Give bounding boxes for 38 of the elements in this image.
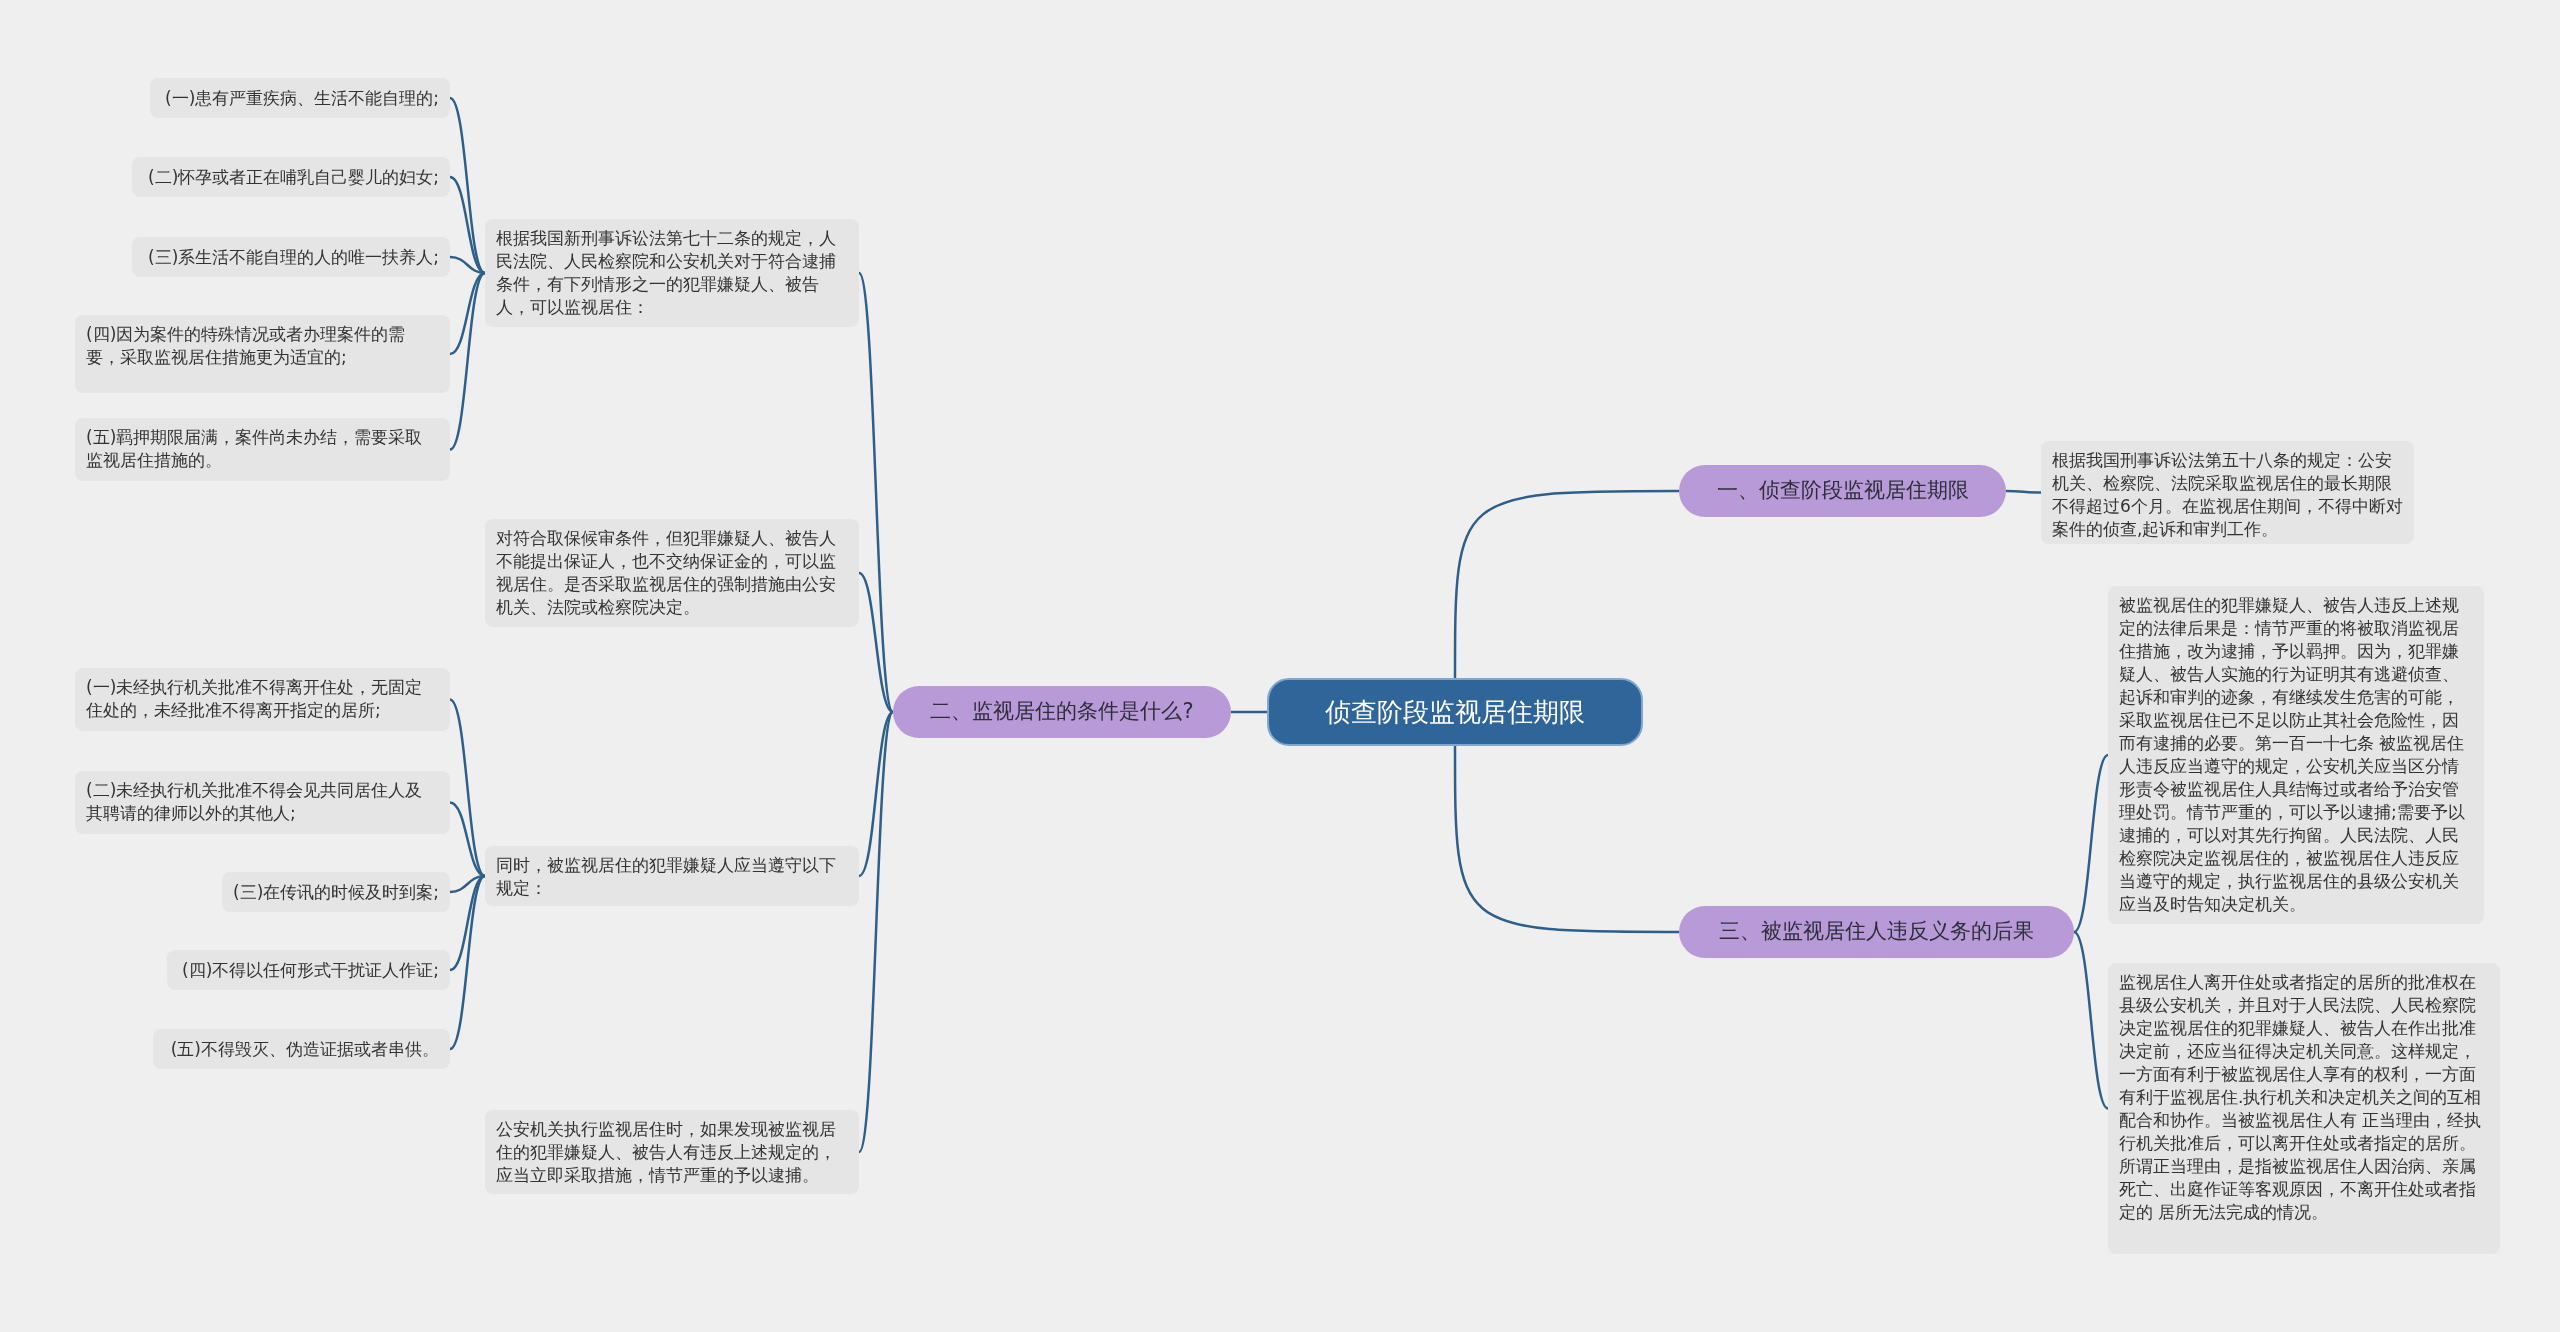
text-card: 根据我国新刑事诉讼法第七十二条的规定，人民法院、人民检察院和公安机关对于符合逮捕条件，有下列情形之一的犯罪嫌疑人、被告人，可以监视居住： (485, 219, 859, 327)
text-card: 同时，被监视居住的犯罪嫌疑人应当遵守以下规定： (485, 846, 859, 906)
connector-line (449, 875, 486, 1050)
connector-line (2073, 754, 2109, 933)
branch-topic: 三、被监视居住人违反义务的后果 (1679, 906, 2074, 958)
connector-line (449, 271, 486, 356)
connector-line (2006, 489, 2041, 494)
connector-line (1231, 710, 1267, 714)
text-card: (二)怀孕或者正在哺乳自己婴儿的妇女; (132, 157, 450, 197)
connector-line (449, 97, 486, 274)
text-card: (五)不得毁灭、伪造证据或者串供。 (153, 1029, 450, 1069)
text-card: (五)羁押期限届满，案件尚未办结，需要采取监视居住措施的。 (75, 418, 450, 481)
connector-line (449, 801, 486, 878)
connector-line (1453, 746, 1679, 934)
connector-line (449, 272, 486, 451)
connector-line (857, 711, 895, 1153)
connector-line (857, 272, 895, 713)
text-card: 公安机关执行监视居住时，如果发现被监视居住的犯罪嫌疑人、被告人有违反上述规定的，应当立即采取措施，情节严重的予以逮捕。 (485, 1110, 859, 1194)
connector-line (449, 175, 486, 275)
text-card: 监视居住人离开住处或者指定的居所的批准权在县级公安机关，并且对于人民法院、人民检察院决定监视居住的犯罪嫌疑人、被告人在作出批准决定前，还应当征得决定机关同意。这样规定，一方面有利于被监视居住人享有的权利，一方面有利于监视居住.执行机关和决定机关之间的互相配合和协作。当被监视居住人有 正当理由，经执行机关批准后，可以离开住处或者指定的居所。所谓正当理由，是指被监视居住人因治病、亲属死亡、出庭作证等客观原因，不离开住处或者指定的 居所无法完成的情况。 (2108, 963, 2500, 1254)
branch-topic: 二、监视居住的条件是什么? (893, 686, 1231, 738)
text-card: 被监视居住的犯罪嫌疑人、被告人违反上述规定的法律后果是：情节严重的将被取消监视居住措施，改为逮捕，予以羁押。因为，犯罪嫌疑人、被告人实施的行为证明其有逃避侦查、起诉和审判的迹象，有继续发生危害的可能，采取监视居住已不足以防止其社会危险性，因而有逮捕的必要。第一百一十七条 被监视居住人违反应当遵守的规定，公安机关应当区分情形责令被监视居住人具结悔过或者给予治安管理处罚。情节严重的，可以予以逮捕;需要予以逮捕的，可以对其先行拘留。人民法院、人民检察院决定监视居住的，被监视居住人违反应当遵守的规定，执行监视居住的县级公安机关应当及时告知决定机关。 (2108, 586, 2484, 924)
connector-line (1453, 489, 1679, 678)
text-card: (四)不得以任何形式干扰证人作证; (167, 950, 450, 990)
text-card: (三)系生活不能自理的人的唯一扶养人; (132, 237, 450, 277)
text-card: (一)患有严重疾病、生活不能自理的; (150, 78, 450, 118)
text-card: 根据我国刑事诉讼法第五十八条的规定：公安机关、检察院、法院采取监视居住的最长期限不得超过6个月。在监视居住期间，不得中断对案件的侦查,起诉和审判工作。 (2041, 441, 2414, 544)
connector-line (449, 698, 486, 877)
text-card: (二)未经执行机关批准不得会见共同居住人及其聘请的律师以外的其他人; (75, 771, 450, 834)
branch-topic: 一、侦查阶段监视居住期限 (1679, 465, 2006, 517)
connector-line (2073, 931, 2109, 1110)
text-card: (四)因为案件的特殊情况或者办理案件的需要，采取监视居住措施更为适宜的; (75, 315, 450, 393)
connector-line (858, 571, 894, 714)
text-card: (三)在传讯的时候及时到案; (222, 872, 450, 912)
text-card: (一)未经执行机关批准不得离开住处，无固定住处的，未经批准不得离开指定的居所; (75, 668, 450, 731)
text-card: 对符合取保候审条件，但犯罪嫌疑人、被告人不能提出保证人，也不交纳保证金的，可以监视居住。是否采取监视居住的强制措施由公安机关、法院或检察院决定。 (485, 519, 859, 627)
root-topic: 侦查阶段监视居住期限 (1267, 678, 1643, 746)
connector-line (449, 874, 486, 972)
